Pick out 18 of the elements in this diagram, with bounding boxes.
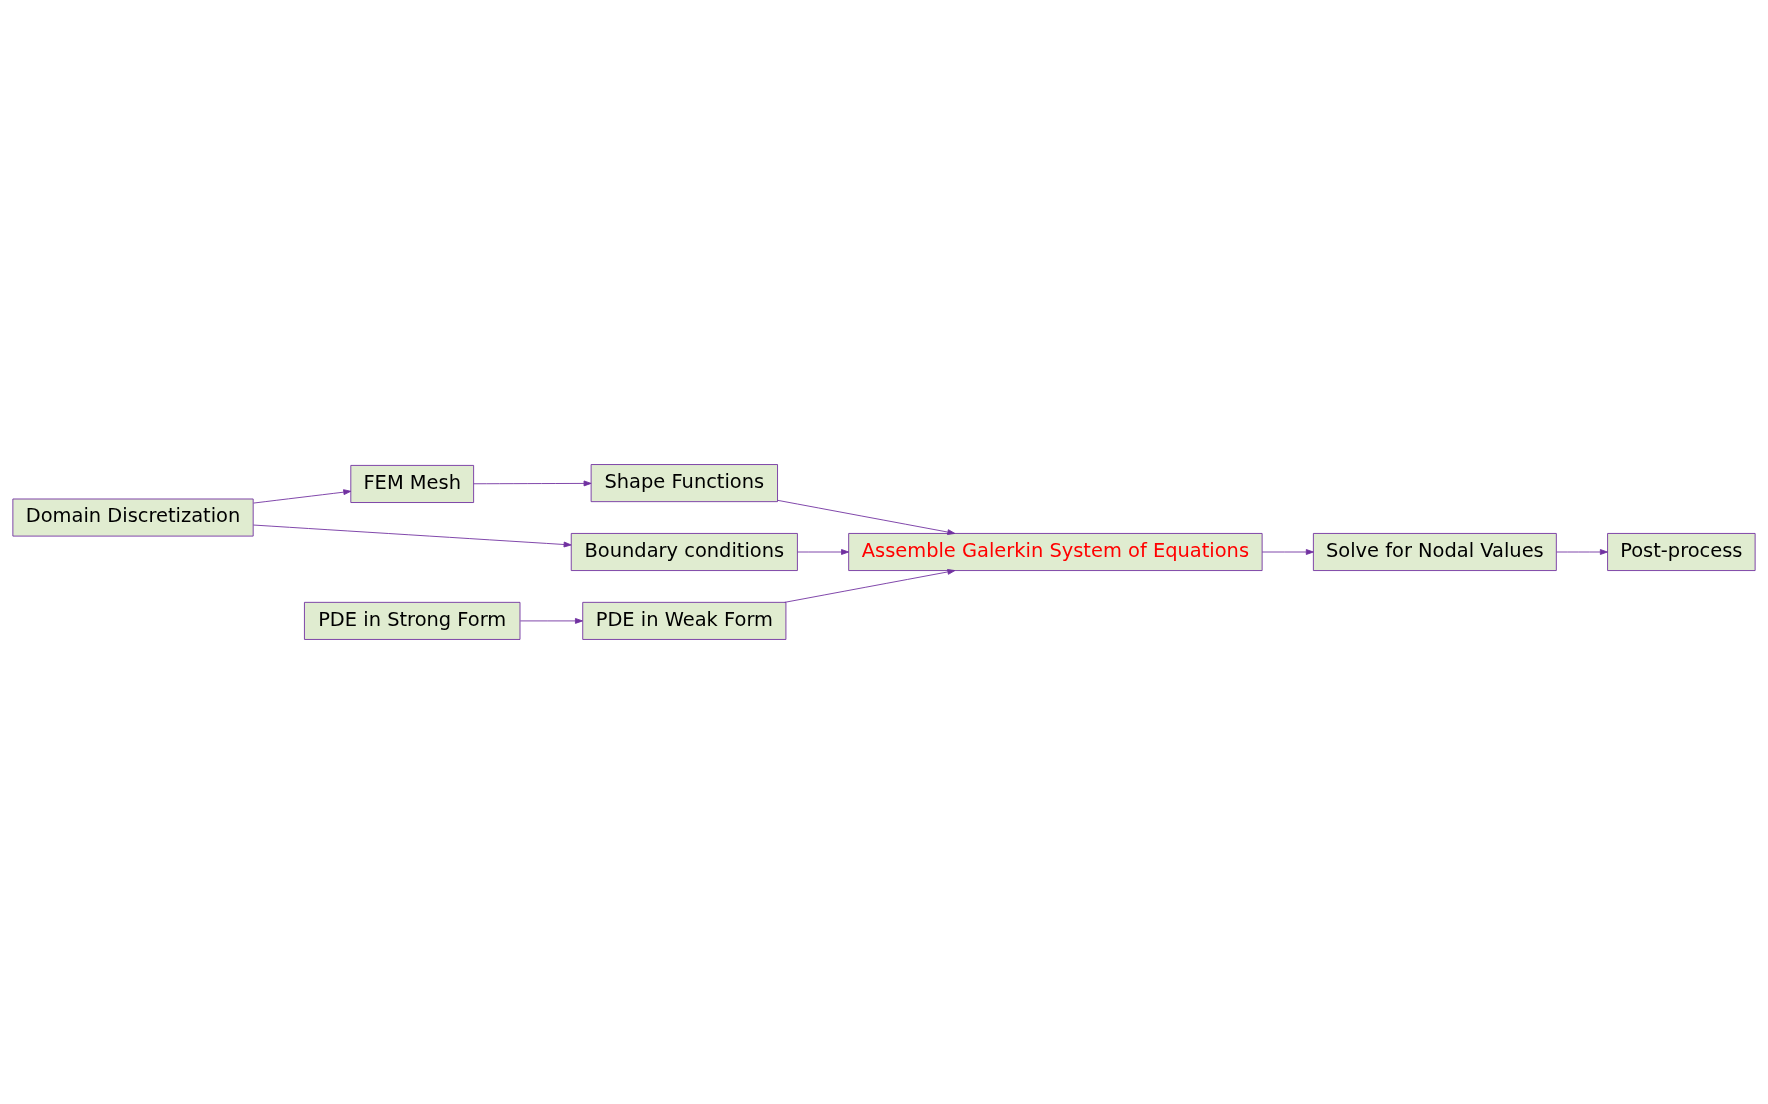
node-box: PDE in Weak Form: [582, 601, 787, 640]
arrow: [784, 569, 956, 603]
node-box: Boundary conditions: [570, 533, 798, 571]
arrow: [519, 618, 583, 624]
arrow: [473, 480, 592, 487]
node-box: Solve for Nodal Values: [1312, 533, 1557, 571]
node-box: FEM Mesh: [350, 465, 475, 503]
arrow: [1261, 549, 1314, 555]
arrow: [777, 499, 956, 535]
arrow: [797, 549, 850, 555]
arrow: [253, 489, 352, 504]
node-box: Domain Discretization: [12, 498, 254, 537]
node-box: Assemble Galerkin System of Equations: [848, 533, 1263, 571]
arrow: [1556, 549, 1608, 555]
node-box: Shape Functions: [590, 464, 778, 503]
node-box: Post-process: [1607, 533, 1756, 571]
node-box: PDE in Strong Form: [304, 601, 521, 640]
arrow: [253, 524, 572, 548]
